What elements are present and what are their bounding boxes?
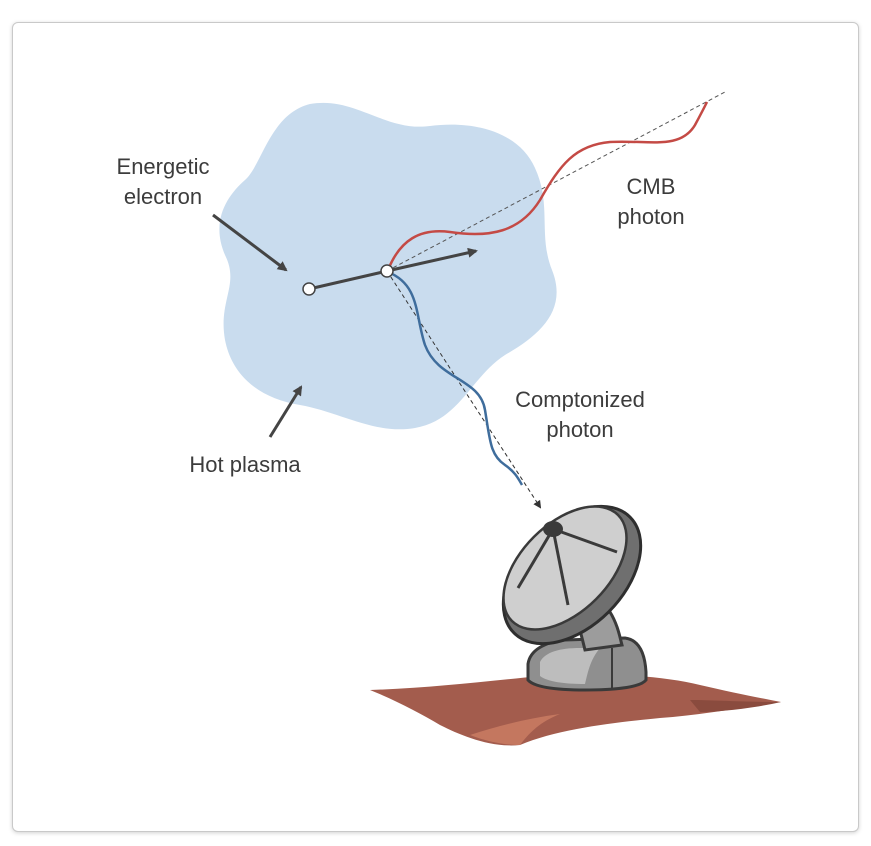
electron-label-pointer: [212, 213, 288, 272]
ground-terrain: [370, 674, 781, 746]
label-energetic-electron-line1: Energetic: [116, 154, 210, 179]
electron-direction-arrow: [386, 247, 478, 273]
label-energetic-electron-line2: electron: [123, 184, 203, 209]
label-cmb-photon-line1: CMB: [626, 174, 676, 199]
comptonized-photon-wave: [387, 270, 524, 486]
scattered-sightline: [386, 270, 542, 509]
radio-telescope-icon: [501, 504, 648, 692]
label-cmb-photon: CMB photon: [596, 172, 706, 232]
cmb-sightline: [386, 91, 726, 272]
electron-path: [308, 269, 388, 291]
scattering-event: [380, 264, 394, 278]
plasma-label-pointer: [268, 385, 303, 438]
electron-initial-position: [302, 282, 316, 296]
label-comptonized-photon: Comptonized photon: [500, 385, 660, 445]
label-comptonized-photon-line2: photon: [546, 417, 614, 442]
cmb-photon-wave: [386, 101, 709, 271]
label-cmb-photon-line2: photon: [617, 204, 685, 229]
label-hot-plasma: Hot plasma: [189, 452, 301, 477]
label-energetic-electron: Energetic electron: [98, 152, 228, 212]
label-comptonized-photon-line1: Comptonized: [515, 387, 645, 412]
